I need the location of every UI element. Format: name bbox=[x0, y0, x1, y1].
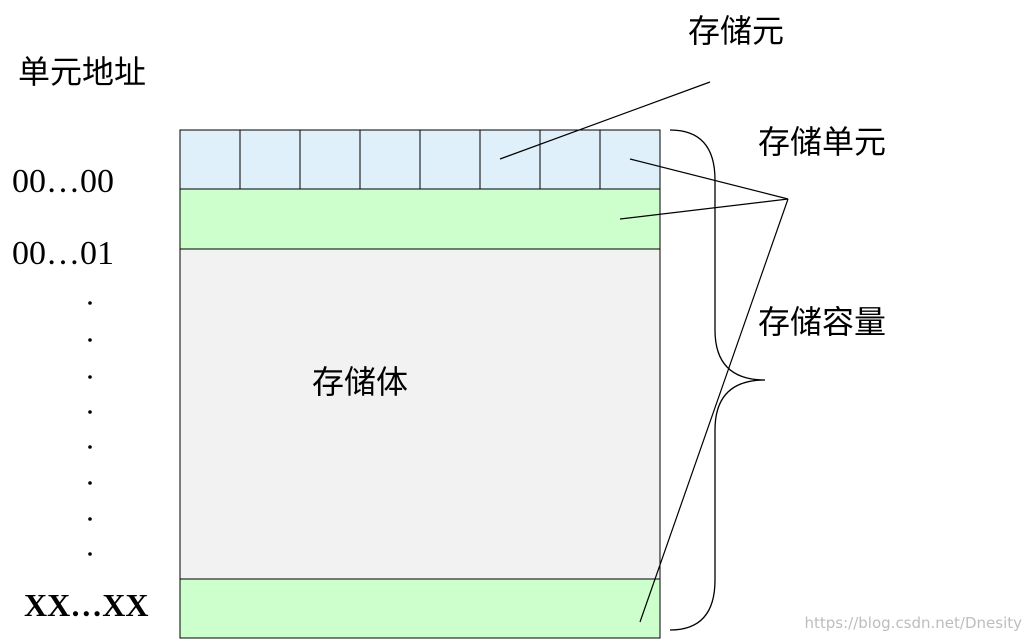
storage-unit-label: 存储单元 bbox=[758, 123, 886, 161]
address-ellipsis-dots bbox=[88, 301, 92, 556]
storage-cell-label: 存储元 bbox=[688, 12, 784, 50]
cell-dividers bbox=[239, 130, 601, 189]
storage-body-label: 存储体 bbox=[312, 363, 408, 401]
unit-row-rect bbox=[179, 188, 661, 250]
unit-address-label: 单元地址 bbox=[18, 53, 146, 91]
storage-capacity-label: 存储容量 bbox=[758, 303, 886, 341]
last-unit-row-rect bbox=[179, 578, 661, 639]
storage-body-rect bbox=[179, 248, 661, 580]
address-last: XX…XX bbox=[24, 587, 148, 623]
callout-lines bbox=[499, 81, 789, 623]
address-second: 00…01 bbox=[12, 235, 114, 272]
capacity-brace bbox=[669, 129, 766, 631]
address-first: 00…00 bbox=[12, 163, 114, 200]
watermark-text: https://blog.csdn.net/Dnesity bbox=[805, 614, 1023, 632]
